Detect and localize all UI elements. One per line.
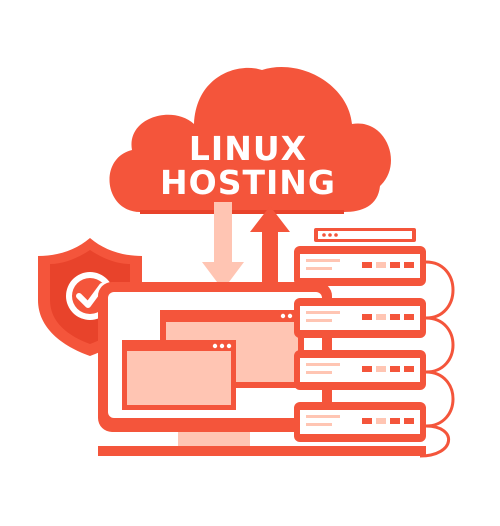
cloud-title-line2: HOSTING: [160, 163, 336, 202]
arrow-up-icon: [250, 206, 290, 282]
arrow-down-icon: [202, 202, 244, 290]
cloud-title-line1: LINUX: [189, 129, 307, 168]
cloud-icon: [109, 67, 391, 214]
browser-window-front: [122, 340, 236, 410]
server-rack-icon: [294, 228, 455, 458]
